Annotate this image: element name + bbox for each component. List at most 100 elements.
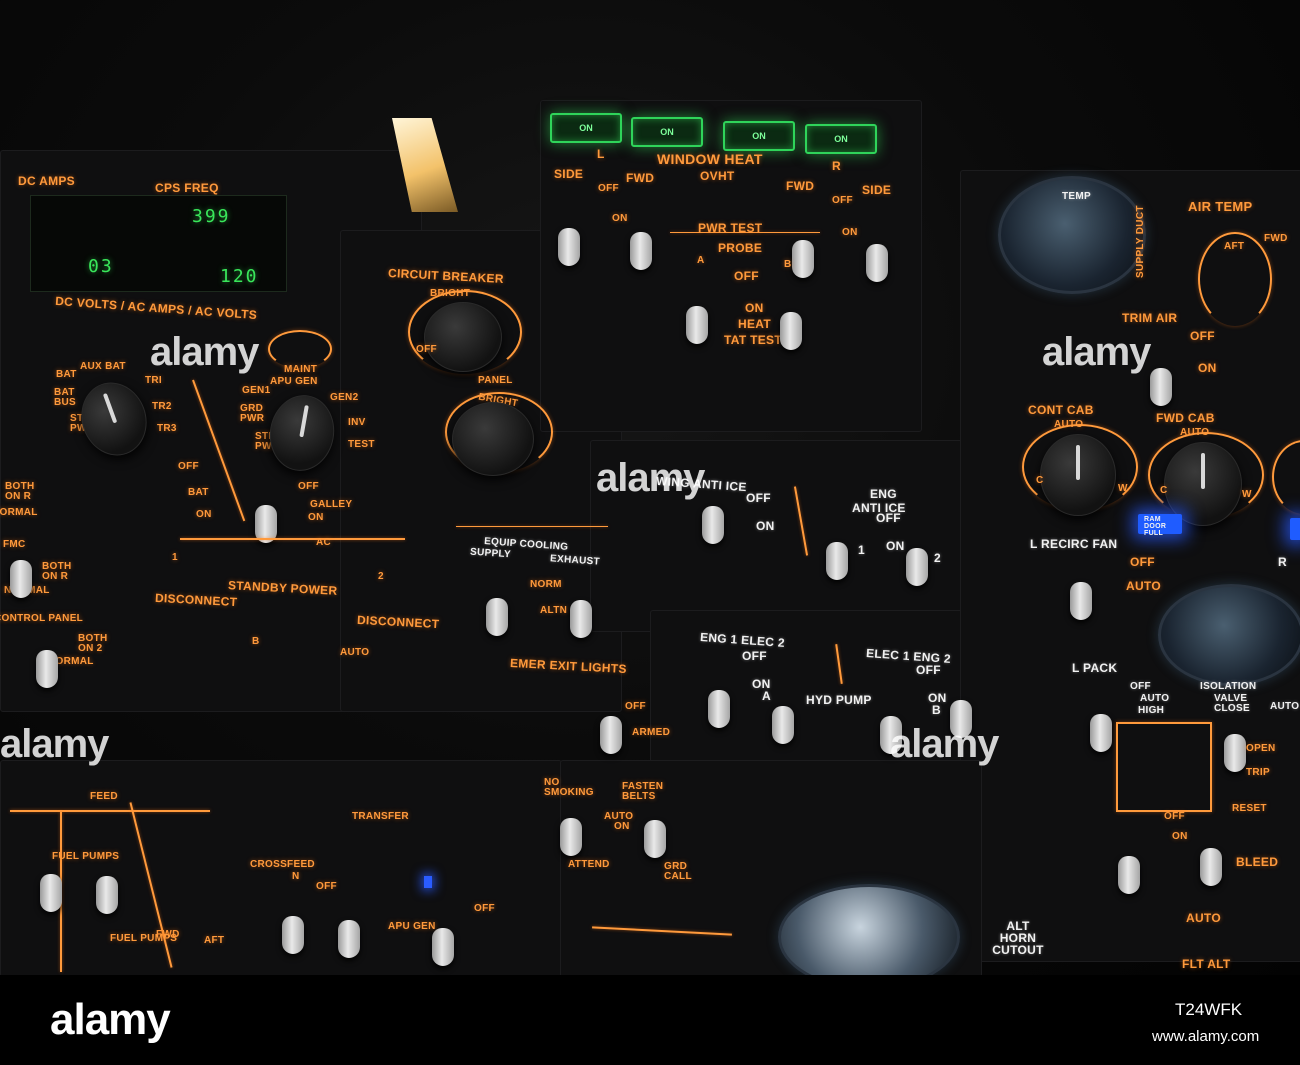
label-isolation: ISOLATION bbox=[1200, 681, 1257, 692]
label-pwr-test: PWR TEST bbox=[698, 221, 763, 235]
hyd-pump-eng1-switch[interactable] bbox=[708, 690, 730, 728]
label-trim-air: TRIM AIR bbox=[1122, 311, 1178, 325]
label-inv: INV bbox=[348, 417, 366, 428]
eng-bleed-switch[interactable] bbox=[1200, 848, 1222, 886]
panel-dimmer-knob[interactable] bbox=[452, 402, 534, 476]
label-fan-off: OFF bbox=[1130, 555, 1155, 569]
label-eng-1: 1 bbox=[858, 543, 865, 557]
label-panel: PANEL bbox=[478, 375, 513, 386]
label-normal: NORMAL bbox=[0, 507, 38, 518]
label-probe-b: B bbox=[784, 259, 792, 270]
fuel-pump-switch-1[interactable] bbox=[40, 874, 62, 912]
label-normal3: NORMAL bbox=[48, 656, 94, 667]
label-both-on-r2: BOTH ON R bbox=[42, 561, 72, 582]
label-hyd-pump: HYD PUMP bbox=[806, 693, 872, 707]
label-probe: PROBE bbox=[718, 241, 763, 255]
probe-heat-a-switch[interactable] bbox=[686, 306, 708, 344]
galley-switch[interactable] bbox=[255, 505, 277, 543]
bleed-trip-light-frame bbox=[1116, 722, 1212, 812]
label-test: TEST bbox=[348, 439, 375, 450]
l-pack-switch[interactable] bbox=[1090, 714, 1112, 752]
label-feed: FEED bbox=[90, 791, 118, 802]
cont-cab-arc bbox=[1022, 424, 1138, 510]
label-trip: TRIP bbox=[1246, 767, 1270, 778]
label-tri: TRI bbox=[145, 375, 163, 386]
label-l-recirc-fan: L RECIRC FAN bbox=[1030, 537, 1118, 551]
label-hyd-a: A bbox=[762, 689, 771, 703]
label-aft: AFT bbox=[1224, 241, 1245, 252]
window-heat-annunciator-3: ON bbox=[723, 121, 795, 151]
window-heat-side-r-switch[interactable] bbox=[866, 244, 888, 282]
eng2-anti-ice-switch[interactable] bbox=[906, 548, 928, 586]
label-hyd-b: B bbox=[932, 703, 941, 717]
label-reset: RESET bbox=[1232, 803, 1267, 814]
fwd-cab-temp-knob[interactable] bbox=[1164, 442, 1242, 526]
label-control-panel: CONTROL PANEL bbox=[0, 613, 84, 624]
cockpit-overhead-panel-photo: DC AMPS CPS FREQ 399 03 120 DC VOLTS / A… bbox=[0, 0, 1300, 975]
label-w-fwd: W bbox=[1242, 489, 1252, 500]
label-close: CLOSE bbox=[1214, 703, 1250, 714]
label-crossfeed: CROSSFEED bbox=[250, 859, 315, 870]
equip-cooling-exhaust-switch[interactable] bbox=[570, 600, 592, 638]
label-wh-on-left: ON bbox=[612, 213, 628, 224]
label-window-heat: WINDOW HEAT bbox=[657, 151, 763, 167]
label-armed: ARMED bbox=[632, 727, 671, 738]
label-fasten-belts: FASTEN BELTS bbox=[622, 781, 664, 802]
ram-door-full-light-right bbox=[1290, 518, 1300, 540]
label-gen1: GEN1 bbox=[242, 385, 271, 396]
label-emer-auto: AUTO bbox=[604, 811, 634, 822]
label-lower-off-2: OFF bbox=[474, 903, 495, 914]
label-auto-stby: AUTO bbox=[340, 647, 370, 658]
label-bat-switch: BAT bbox=[188, 487, 209, 498]
label-bat-bus: BAT BUS bbox=[54, 387, 77, 408]
label-ovht: OVHT bbox=[700, 169, 735, 183]
left-edge-switch-2[interactable] bbox=[36, 650, 58, 688]
apu-bleed-switch[interactable] bbox=[1118, 856, 1140, 894]
window-heat-side-l-switch[interactable] bbox=[558, 228, 580, 266]
label-tr3: TR3 bbox=[157, 423, 177, 434]
cont-cab-temp-knob[interactable] bbox=[1040, 434, 1116, 516]
isolation-valve-switch[interactable] bbox=[1224, 734, 1246, 772]
hyd-pump-elec2-switch[interactable] bbox=[772, 706, 794, 744]
window-heat-fwd-r-switch[interactable] bbox=[792, 240, 814, 278]
emer-exit-lights-switch[interactable] bbox=[600, 716, 622, 754]
label-off-galley: OFF bbox=[298, 481, 319, 492]
l-recirc-fan-switch[interactable] bbox=[1070, 582, 1092, 620]
label-ac: AC bbox=[316, 537, 332, 548]
label-valve: VALVE bbox=[1214, 693, 1248, 704]
label-bleed-off: OFF bbox=[1164, 811, 1185, 822]
ram-door-full-light bbox=[1138, 514, 1182, 534]
fasten-belts-switch[interactable] bbox=[644, 820, 666, 858]
label-supply-duct: SUPPLY DUCT bbox=[1135, 205, 1146, 278]
label-probe-a: A bbox=[697, 255, 705, 266]
hyd-pump-elec1-switch[interactable] bbox=[880, 716, 902, 754]
left-edge-switch-1[interactable] bbox=[10, 560, 32, 598]
label-wing-on: ON bbox=[756, 519, 775, 533]
duct-pressure-gauge bbox=[1158, 584, 1300, 686]
fuel-pump-switch-2[interactable] bbox=[96, 876, 118, 914]
eng1-anti-ice-switch[interactable] bbox=[826, 542, 848, 580]
readout-amps: 03 bbox=[88, 256, 114, 277]
equip-cooling-supply-switch[interactable] bbox=[486, 598, 508, 636]
label-hyd-on-right: ON bbox=[928, 691, 947, 705]
trim-air-switch[interactable] bbox=[1150, 368, 1172, 406]
label-fuel-pumps: FUEL PUMPS bbox=[52, 851, 120, 862]
window-heat-fwd-l-switch[interactable] bbox=[630, 232, 652, 270]
label-eng-off: OFF bbox=[876, 511, 901, 525]
fuel-pump-switch-5[interactable] bbox=[432, 928, 454, 966]
label-l: L bbox=[597, 147, 605, 161]
wing-anti-ice-switch[interactable] bbox=[702, 506, 724, 544]
window-heat-annunciator-1: ON bbox=[550, 113, 622, 143]
no-smoking-switch[interactable] bbox=[560, 818, 582, 856]
fuel-pump-switch-4[interactable] bbox=[338, 920, 360, 958]
circuit-breaker-dimmer-knob[interactable] bbox=[424, 302, 502, 372]
label-fmc: FMC bbox=[3, 539, 26, 550]
label-grd-call: GRD CALL bbox=[664, 861, 692, 882]
label-eng-anti-ice: ANTI ICE bbox=[852, 501, 906, 515]
fwd-cab-arc bbox=[1148, 432, 1264, 518]
fuel-pump-switch-3[interactable] bbox=[282, 916, 304, 954]
hyd-pump-eng2-switch[interactable] bbox=[950, 700, 972, 738]
label-n: N bbox=[292, 871, 300, 882]
label-eng-on: ON bbox=[886, 539, 905, 553]
probe-heat-b-switch[interactable] bbox=[780, 312, 802, 350]
